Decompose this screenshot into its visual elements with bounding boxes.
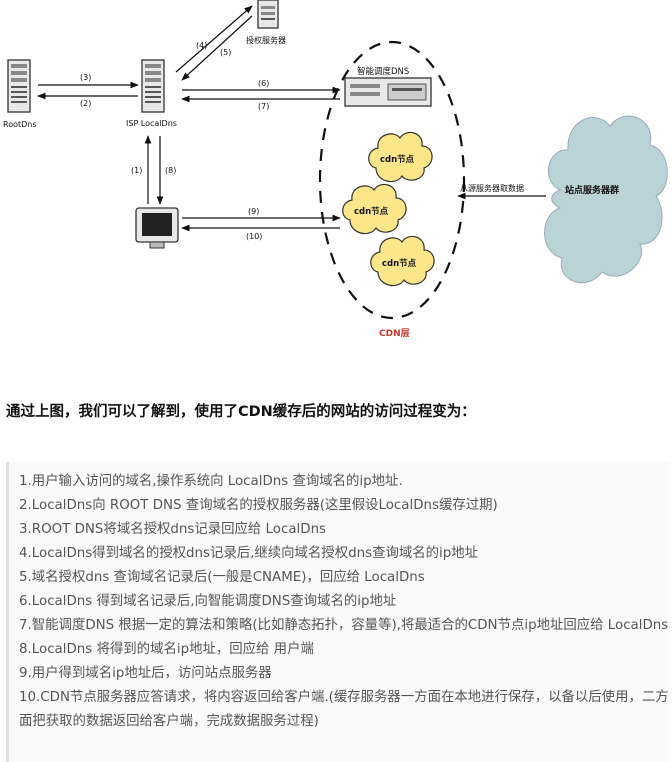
arrow-4-label: (4) xyxy=(196,41,207,50)
cdn-node-label: cdn节点 xyxy=(382,258,417,269)
step-item: 1.用户输入访问的域名,操作系统向 LocalDns 查询域名的ip地址. xyxy=(19,474,403,489)
step-item: 5.域名授权dns 查询域名记录后(一般是CNAME)，回应给 LocalDns xyxy=(19,570,425,585)
step-item: 8.LocalDns 将得到的域名ip地址，回应给 用户端 xyxy=(19,642,314,657)
step-item: 10.CDN节点服务器应答请求，将内容返回给客户端.(缓存服务器一方面在本地进行… xyxy=(19,690,669,729)
smart-dns-server-icon xyxy=(344,77,432,107)
rootdns-label: RootDns xyxy=(3,120,37,129)
steps-blockquote: 1.用户输入访问的域名,操作系统向 LocalDns 查询域名的ip地址. 2.… xyxy=(6,462,669,762)
arrow-3-label: (3) xyxy=(80,73,91,82)
section-heading: 通过上图，我们可以了解到，使用了CDN缓存后的网站的访问过程变为： xyxy=(6,404,476,420)
cdn-layer-boundary xyxy=(318,40,466,320)
step-item: 6.LocalDns 得到域名记录后,向智能调度DNS查询域名的ip地址 xyxy=(19,594,397,609)
origin-cluster-label: 站点服务器群 xyxy=(565,184,619,196)
rootdns-server-icon xyxy=(7,59,31,113)
fetch-from-origin-label: 从源服务器取数据 xyxy=(460,183,524,193)
step-item: 2.LocalDns向 ROOT DNS 查询域名的授权服务器(这里假设Loca… xyxy=(19,498,498,513)
isp-localdns-server-icon xyxy=(141,59,165,113)
origin-cloud-icon xyxy=(544,115,668,284)
cdn-architecture-diagram: RootDns ISP LocalDns 授权服务器 智能调度DNS (3) (… xyxy=(3,0,668,339)
arrow-10-label: (10) xyxy=(246,232,262,241)
arrow-6-label: (6) xyxy=(258,79,269,88)
arrow-2-label: (2) xyxy=(80,99,91,108)
auth-server-label: 授权服务器 xyxy=(246,35,286,45)
arrow-5-label: (5) xyxy=(220,48,231,57)
step-item: 4.LocalDns得到域名的授权dns记录后,继续向域名授权dns查询域名的i… xyxy=(19,546,479,561)
step-item: 7.智能调度DNS 根据一定的算法和策略(比如静态拓扑，容量等),将最适合的CD… xyxy=(19,618,669,633)
smart-dns-label: 智能调度DNS xyxy=(357,66,409,77)
cdn-node-label: cdn节点 xyxy=(380,154,415,165)
arrow-1-label: (1) xyxy=(131,166,142,175)
step-item: 3.ROOT DNS将域名授权dns记录回应给 LocalDns xyxy=(19,522,327,537)
steps-list: 1.用户输入访问的域名,操作系统向 LocalDns 查询域名的ip地址. 2.… xyxy=(9,462,669,734)
auth-server-icon xyxy=(257,0,279,29)
client-monitor-icon xyxy=(135,207,179,249)
cdn-node-label: cdn节点 xyxy=(354,206,389,217)
arrow-8-label: (8) xyxy=(165,166,176,175)
arrow-7-label: (7) xyxy=(258,102,269,111)
isp-localdns-label: ISP LocalDns xyxy=(126,119,177,128)
step-item: 9.用户得到域名ip地址后，访问站点服务器 xyxy=(19,666,272,681)
arrow-9-label: (9) xyxy=(248,207,259,216)
cdn-layer-label: CDN层 xyxy=(379,328,410,339)
